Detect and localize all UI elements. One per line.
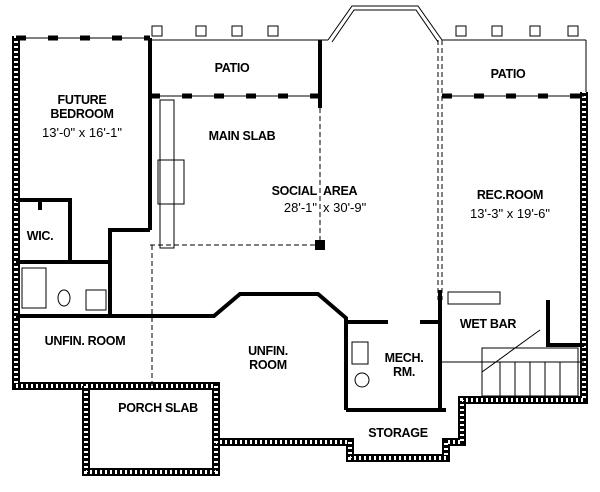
- mech-room-label: MECH.: [385, 351, 424, 365]
- social-area-size-2: x 30'-9": [323, 200, 367, 215]
- social-area-label-2: AREA: [323, 184, 357, 198]
- toilet: [57, 289, 71, 307]
- social-area-size-1: 28'-1": [284, 200, 318, 215]
- storage-label: STORAGE: [368, 426, 428, 440]
- wet-bar-label: WET BAR: [460, 317, 516, 331]
- water-heater: [354, 372, 370, 388]
- social-area-label-1: SOCIAL: [272, 184, 318, 198]
- unfin-room-center-label-2: ROOM: [249, 358, 287, 372]
- wet-bar-counter: [447, 291, 501, 305]
- future-bedroom-size: 13'-0" x 16'-1": [42, 125, 122, 140]
- bathtub: [21, 267, 47, 309]
- patio-right-label: PATIO: [491, 67, 526, 81]
- sink: [85, 289, 107, 311]
- future-bedroom-label: FUTURE: [58, 93, 107, 107]
- interior-walls: [16, 38, 584, 412]
- stairs: [481, 329, 579, 397]
- future-bedroom-label-2: BEDROOM: [50, 107, 113, 121]
- wic-label: WIC.: [27, 229, 54, 243]
- room-labels: FUTURE BEDROOM 13'-0" x 16'-1" PATIO PAT…: [27, 61, 551, 440]
- rec-room-size: 13'-3" x 19'-6": [470, 206, 550, 221]
- patio-posts: [151, 25, 579, 37]
- top-edges: [16, 5, 587, 92]
- main-slab-label: MAIN SLAB: [209, 129, 276, 143]
- unfin-room-center-label: UNFIN.: [248, 344, 288, 358]
- mech-room-label-2: RM.: [393, 365, 415, 379]
- patio-left-label: PATIO: [215, 61, 250, 75]
- exterior-walls: [12, 36, 588, 476]
- rec-room-label: REC.ROOM: [477, 188, 543, 202]
- furnace: [351, 341, 369, 365]
- porch-slab-label: PORCH SLAB: [118, 401, 198, 415]
- unfin-room-left-label: UNFIN. ROOM: [45, 334, 126, 348]
